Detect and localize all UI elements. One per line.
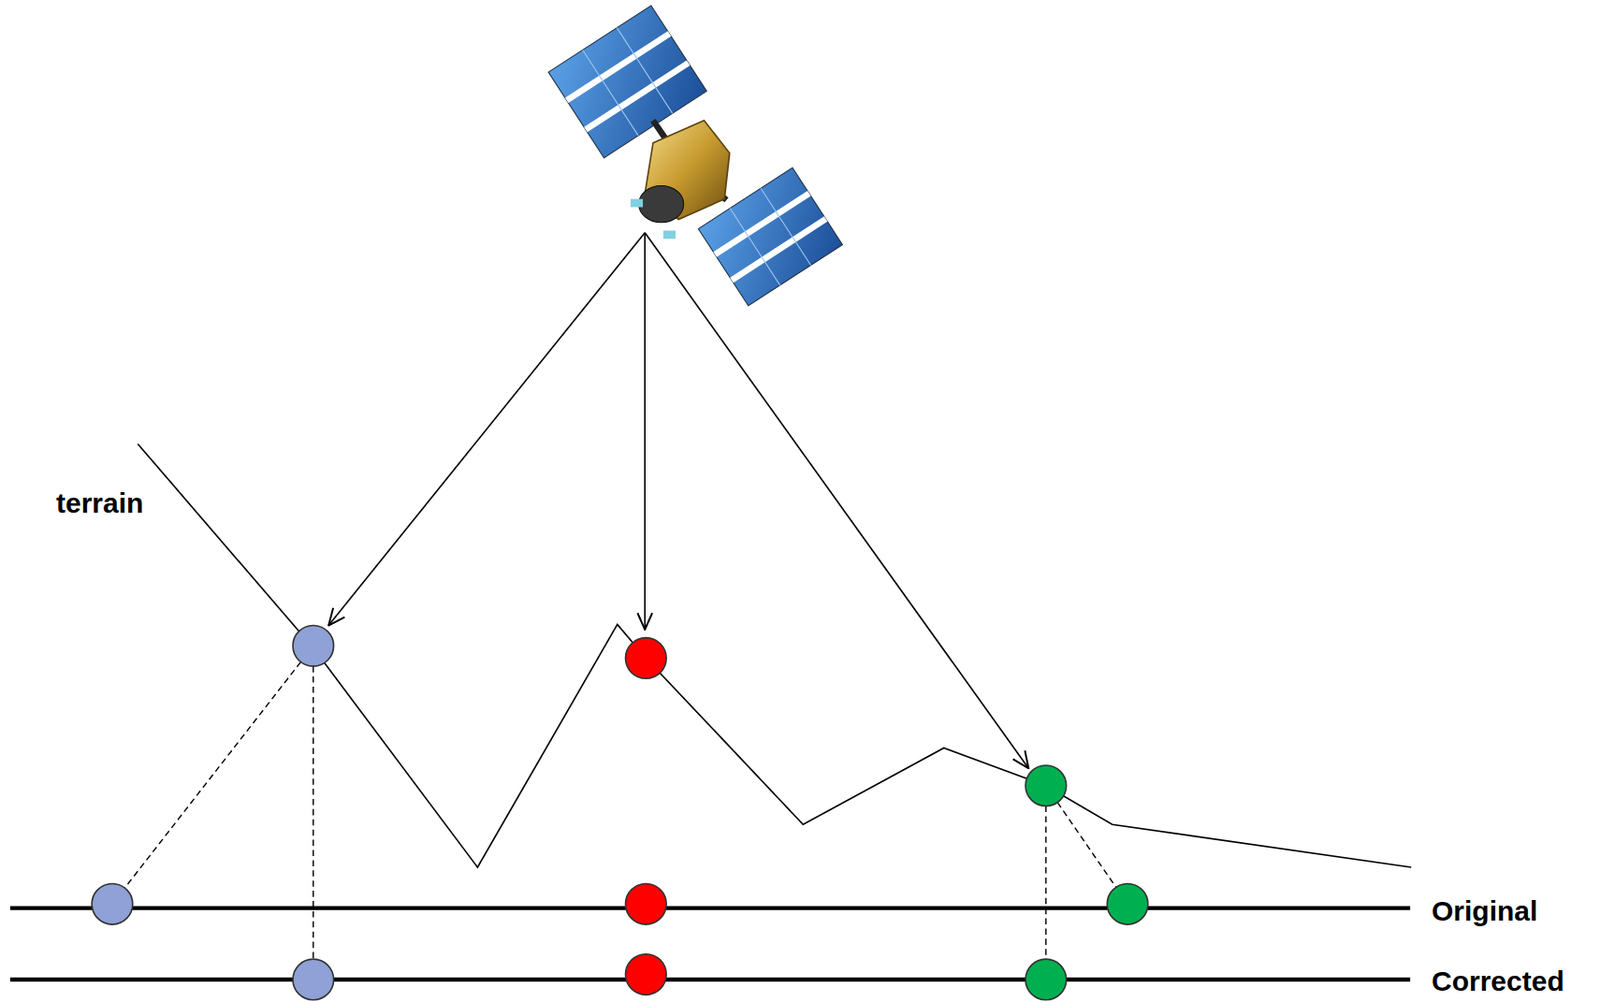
points — [91, 625, 1149, 1001]
projection-lines — [112, 645, 1128, 980]
original-line — [10, 905, 1411, 910]
satellite — [548, 5, 843, 306]
corrected-line — [10, 977, 1411, 982]
terrain-line — [137, 443, 1411, 868]
terrain-label: terrain — [56, 487, 144, 520]
line-label: Original — [1431, 895, 1538, 928]
view-rays — [328, 232, 1029, 770]
line-label: Corrected — [1431, 965, 1565, 998]
